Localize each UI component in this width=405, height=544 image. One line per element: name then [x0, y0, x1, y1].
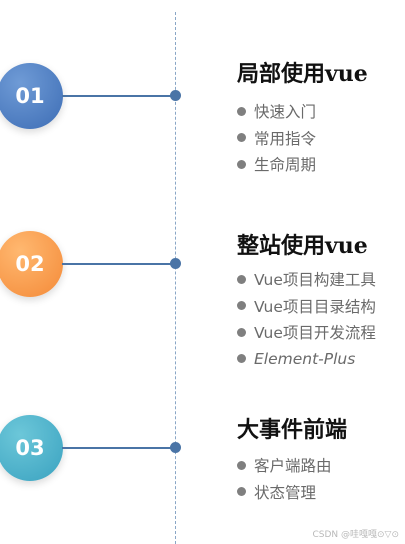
number-badge: 03 [0, 415, 63, 481]
list-item-label: Vue项目构建工具 [254, 271, 376, 290]
list-item-label: Vue项目目录结构 [254, 297, 376, 316]
bullet-icon [237, 354, 246, 364]
list-item: Element-Plus [237, 346, 376, 373]
connector-line [62, 447, 172, 449]
bullet-icon [237, 460, 246, 470]
list-item: Vue项目开发流程 [237, 319, 376, 346]
item-list: Vue项目构建工具 Vue项目目录结构 Vue项目开发流程 Element-Pl… [237, 266, 376, 372]
list-item-label: 生命周期 [254, 156, 317, 175]
connector-line [62, 263, 172, 265]
list-item-label: 快速入门 [254, 103, 317, 122]
list-item-label: Element-Plus [254, 349, 356, 368]
bullet-icon [237, 301, 246, 311]
section-title: 大事件前端 [237, 417, 348, 443]
list-item: 状态管理 [237, 479, 332, 506]
list-item: Vue项目目录结构 [237, 293, 376, 320]
timeline-dot [170, 442, 181, 453]
list-item: Vue项目构建工具 [237, 266, 376, 293]
list-item-label: Vue项目开发流程 [254, 324, 376, 343]
timeline-dashed-line [175, 12, 176, 544]
bullet-icon [237, 133, 246, 143]
list-item: 生命周期 [237, 151, 316, 178]
bullet-icon [237, 106, 246, 116]
bullet-icon [237, 327, 246, 337]
timeline-dot [170, 258, 181, 269]
section-title: 整站使用vue [237, 233, 368, 259]
item-list: 客户端路由 状态管理 [237, 452, 332, 505]
section-title: 局部使用vue [237, 61, 368, 87]
bullet-icon [237, 274, 246, 284]
list-item: 客户端路由 [237, 452, 332, 479]
list-item-label: 状态管理 [254, 483, 317, 502]
list-item: 快速入门 [237, 98, 316, 125]
connector-line [62, 95, 172, 97]
list-item-label: 客户端路由 [254, 457, 332, 476]
bullet-icon [237, 487, 246, 497]
item-list: 快速入门 常用指令 生命周期 [237, 98, 316, 178]
list-item: 常用指令 [237, 125, 316, 152]
number-badge: 02 [0, 231, 63, 297]
number-badge: 01 [0, 63, 63, 129]
list-item-label: 常用指令 [254, 129, 317, 148]
watermark: CSDN @哇嘎嘎⊙▽⊙ [312, 530, 399, 540]
timeline-dot [170, 90, 181, 101]
bullet-icon [237, 159, 246, 169]
